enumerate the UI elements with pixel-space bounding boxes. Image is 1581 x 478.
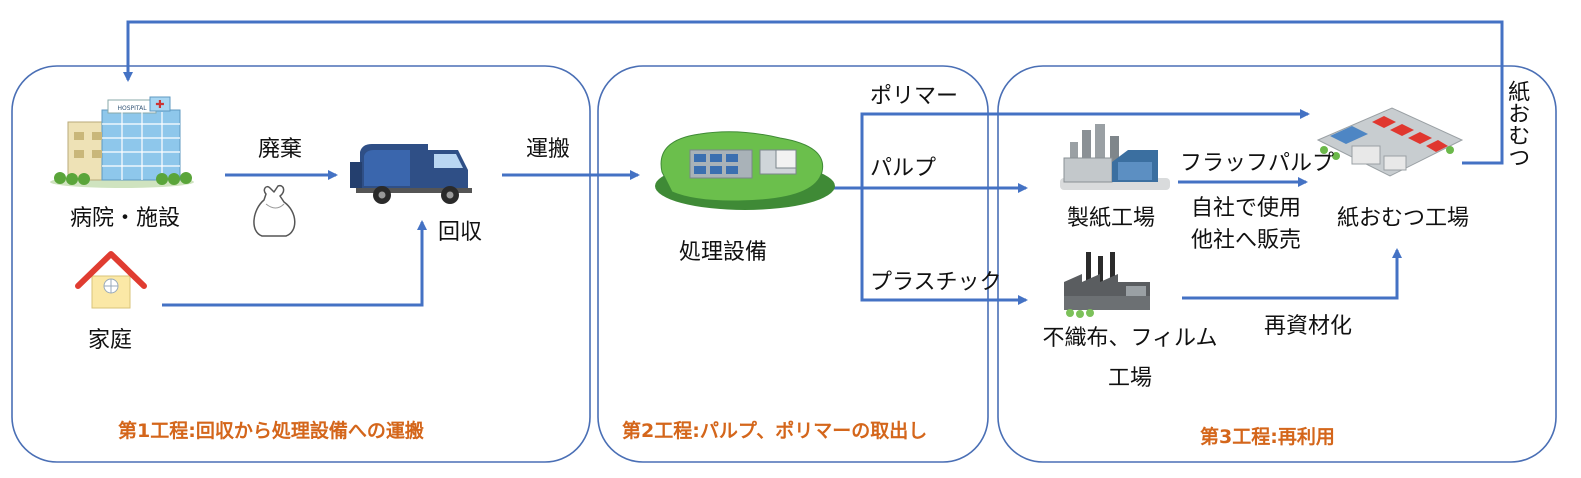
phase-3-label: 第3工程:再利用 <box>1200 426 1335 448</box>
paper-mill-icon <box>1060 124 1170 190</box>
arrow-polymer <box>828 109 1310 190</box>
pulp-label: パルプ <box>870 156 937 181</box>
nonwoven-factory-label-line1: 不織布、フィルム <box>1042 326 1218 351</box>
nonwoven-film-factory-icon <box>1064 252 1150 318</box>
hospital-label: 病院・施設 <box>69 206 180 231</box>
phase-2-label: 第2工程:パルプ、ポリマーの取出し <box>622 420 928 442</box>
hospital-sign-text: HOSPITAL <box>117 105 147 112</box>
polymer-label: ポリマー <box>870 84 959 109</box>
diaper-factory-label: 紙おむつ工場 <box>1336 206 1469 231</box>
house-icon <box>75 251 147 309</box>
return-diaper-label: 紙おむつ <box>1504 80 1530 168</box>
fluff-pulp-label: フラッフパルプ <box>1180 151 1335 176</box>
arrow-home-collection <box>162 220 427 307</box>
phase-1-box <box>11 65 591 463</box>
phase-3-box <box>997 65 1557 463</box>
collection-label: 回収 <box>438 220 483 245</box>
phase-2-box <box>597 65 989 463</box>
hospital-building-icon: HOSPITAL ✚ <box>50 96 194 188</box>
sell-to-others-label: 他社へ販売 <box>1190 228 1301 253</box>
diaper-factory-icon <box>1316 107 1464 177</box>
phase-1-label: 第1工程:回収から処理設備への運搬 <box>118 420 424 442</box>
home-label: 家庭 <box>87 328 132 353</box>
arrow-recycling <box>1182 248 1402 300</box>
arrow-plastic <box>860 188 1028 305</box>
arrow-return-loop <box>123 20 1504 165</box>
transport-label: 運搬 <box>526 137 571 162</box>
svg-text:✚: ✚ <box>155 98 164 111</box>
garbage-truck-icon <box>350 144 472 204</box>
plastic-label: プラスチック <box>870 270 1002 295</box>
recycling-label: 再資材化 <box>1263 314 1352 339</box>
nonwoven-factory-label-line2: 工場 <box>1107 366 1152 391</box>
paper-mill-label: 製紙工場 <box>1066 206 1155 231</box>
in-house-use-label: 自社で使用 <box>1190 196 1301 221</box>
facility-label: 処理設備 <box>678 240 767 265</box>
trash-bag-icon <box>253 184 296 237</box>
disposal-label: 廃棄 <box>257 137 302 162</box>
treatment-facility-icon <box>655 131 835 210</box>
